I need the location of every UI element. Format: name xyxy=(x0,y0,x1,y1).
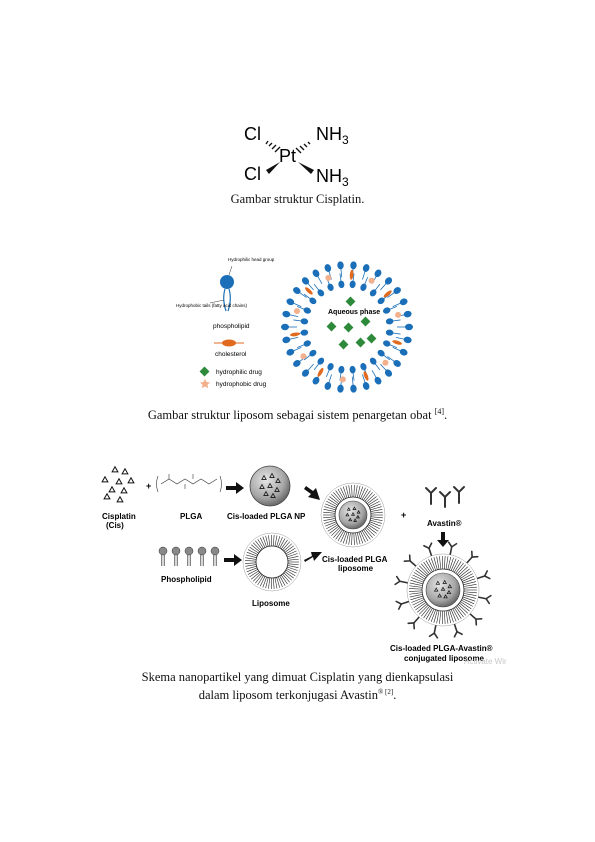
atom-cl-top: Cl xyxy=(244,124,261,144)
wedge-bond-bottom-left xyxy=(266,162,280,174)
cis-loaded-plga-liposome xyxy=(320,482,386,548)
label-cholesterol: cholesterol xyxy=(215,351,247,358)
empty-liposome xyxy=(242,532,302,592)
label-head-group: Hydrophilic head group xyxy=(228,257,275,262)
label-liposome: Liposome xyxy=(252,599,290,608)
label-cisplatin: Cisplatin xyxy=(102,512,136,521)
avastin-conjugated-liposome xyxy=(394,541,492,639)
arrow-np-to-liposome xyxy=(304,486,320,500)
atom-nh3-bottom: NH3 xyxy=(316,166,349,189)
figure2-caption: Gambar struktur liposom sebagai sistem p… xyxy=(147,407,448,423)
avastin-antibodies xyxy=(425,486,465,508)
label-conjugated-2: conjugated liposome xyxy=(404,654,485,663)
cis-loaded-plga-np xyxy=(249,465,291,507)
phospholipid-molecules xyxy=(158,546,220,566)
hashed-bond-top-right xyxy=(295,141,311,154)
label-cis-plga-liposome-1: Cis-loaded PLGA xyxy=(322,555,388,564)
hashed-bond-top-left xyxy=(265,140,281,153)
label-hydrophobic-drug: hydrophobic drug xyxy=(216,381,267,388)
atom-cl-bottom: Cl xyxy=(244,164,261,184)
legend-phospholipid-molecule xyxy=(220,275,234,312)
label-aqueous-phase: Aqueous phase xyxy=(328,309,380,316)
figure3-caption-line1: Skema nanopartikel yang dimuat Cisplatin… xyxy=(141,670,454,684)
legend-hydrophilic-drug-icon xyxy=(199,366,210,377)
arrow-liposome-to-loaded xyxy=(304,552,322,562)
arrow-to-plga-np xyxy=(226,482,244,494)
label-cis-plga-liposome-2: liposome xyxy=(338,564,374,573)
label-hydrophilic-drug: hydrophilic drug xyxy=(216,369,262,376)
label-avastin: Avastin® xyxy=(427,519,462,528)
legend-cholesterol-molecule xyxy=(214,339,244,347)
label-phospholipid: phospholipid xyxy=(213,323,250,330)
wedge-bond-bottom-right xyxy=(298,162,314,174)
label-conjugated-1: Cis-loaded PLGA-Avastin® xyxy=(390,644,493,653)
watermark-text: Activate Wir xyxy=(464,657,507,666)
legend-hydrophobic-drug-icon xyxy=(200,379,210,389)
atom-pt: Pt xyxy=(279,146,296,166)
cisplatin-molecules xyxy=(101,465,135,503)
figure3-caption-line2: dalam liposom terkonjugasi Avastin® [2]. xyxy=(198,688,397,703)
plus-sign-2: + xyxy=(401,510,406,520)
label-cis-plga-np: Cis-loaded PLGA NP xyxy=(227,512,306,521)
plus-sign-1: + xyxy=(146,481,151,491)
core-hydrophilic-drugs xyxy=(326,296,377,350)
figure1-caption: Gambar struktur Cisplatin. xyxy=(230,192,365,206)
arrow-avastin-down xyxy=(437,532,449,547)
label-hydrophobic-tails: Hydrophobic tails (fatty acid chains) xyxy=(176,303,248,308)
label-plga: PLGA xyxy=(180,512,202,521)
label-phospholipid-3: Phospholipid xyxy=(161,575,212,584)
label-cis: (Cis) xyxy=(106,521,124,530)
liposome-bilayer xyxy=(281,261,413,393)
arrow-to-liposome xyxy=(224,554,242,566)
atom-nh3-top: NH3 xyxy=(316,124,349,147)
plga-structure xyxy=(156,474,222,493)
